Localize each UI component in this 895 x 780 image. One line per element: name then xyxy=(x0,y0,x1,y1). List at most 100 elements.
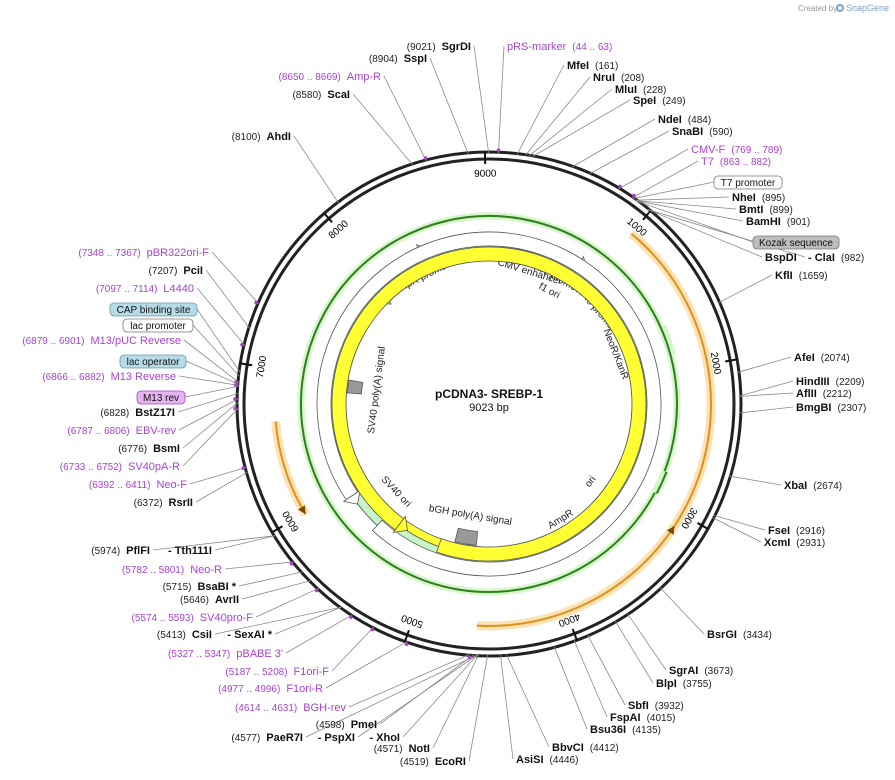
site-position: (5974) xyxy=(91,546,120,557)
site-pmei[interactable]: PmeI(4598) xyxy=(316,719,377,731)
site-bsu36i[interactable]: Bsu36I(4135) xyxy=(590,724,661,736)
site-xcmi[interactable]: XcmI(2931) xyxy=(764,537,825,549)
cds-strand-line xyxy=(655,471,668,494)
site-paer7i[interactable]: PaeR7I(4577) xyxy=(231,732,303,744)
site-sexai[interactable]: - SexAI * xyxy=(227,629,272,641)
site-lead-line xyxy=(506,654,550,748)
site-pspxi[interactable]: - PspXI xyxy=(318,732,355,744)
site-bsmi[interactable]: BsmI(6776) xyxy=(118,443,180,455)
site-position: (228) xyxy=(643,85,666,96)
site-position: (6776) xyxy=(118,444,147,455)
site-afei[interactable]: AfeI(2074) xyxy=(794,352,850,364)
site-sv40pro-f[interactable]: SV40pro-F(5574 .. 5593) xyxy=(132,612,254,624)
site-spei[interactable]: SpeI(249) xyxy=(633,95,686,107)
site-blpi[interactable]: BlpI(3755) xyxy=(656,678,712,690)
site-l4440[interactable]: L4440(7097 .. 7114) xyxy=(96,283,194,295)
site-fspai[interactable]: FspAI(4015) xyxy=(610,712,675,724)
site-name: BmtI xyxy=(739,204,763,216)
site-snabi[interactable]: SnaBI(590) xyxy=(672,126,733,138)
site-fsei[interactable]: FseI(2916) xyxy=(768,525,825,537)
site-prs-marker[interactable]: pRS-marker(44 .. 63) xyxy=(507,41,612,53)
site-ecori[interactable]: EcoRI(4519) xyxy=(400,756,466,768)
site-position: (6879 .. 6901) xyxy=(22,336,84,347)
orf-arc[interactable] xyxy=(274,421,307,515)
box-lac-promoter[interactable]: lac promoter xyxy=(122,318,194,333)
site-name: NruI xyxy=(593,72,615,84)
site-noti[interactable]: NotI(4571) xyxy=(374,743,430,755)
site-lead-line xyxy=(528,88,613,157)
site-position: (4519) xyxy=(400,757,429,768)
site-position: (44 .. 63) xyxy=(572,42,612,53)
site-avrii[interactable]: AvrII(5646) xyxy=(180,594,239,606)
site-ahdi[interactable]: AhdI(8100) xyxy=(232,131,291,143)
site-name: SgrAI xyxy=(669,665,698,677)
site-m13-reverse[interactable]: M13 Reverse(6866 .. 6882) xyxy=(42,371,176,383)
site-f1ori-f[interactable]: F1ori-F(5187 .. 5208) xyxy=(225,666,329,678)
site-mfei[interactable]: MfeI(161) xyxy=(567,60,618,72)
site-aflii[interactable]: AflII(2212) xyxy=(796,388,852,400)
site-position: (895) xyxy=(762,193,785,204)
site-bsabi[interactable]: BsaBI *(5715) xyxy=(163,581,237,593)
site-bspdi[interactable]: BspDI xyxy=(765,252,797,264)
site-position: (8904) xyxy=(369,54,398,65)
box-cap-binding-site[interactable]: CAP binding site xyxy=(109,302,198,317)
site-bbvci[interactable]: BbvCI(4412) xyxy=(552,742,619,754)
site-csii[interactable]: CsiI(5413) xyxy=(157,629,212,641)
site-bmgbi[interactable]: BmgBI(2307) xyxy=(796,402,866,414)
site-position: (4015) xyxy=(647,713,676,724)
site-tth111i[interactable]: - Tth111I xyxy=(168,545,212,557)
site-cmv-f[interactable]: CMV-F(769 .. 789) xyxy=(691,144,782,156)
site-clai[interactable]: - ClaI(982) xyxy=(808,252,864,264)
site-pbr322ori-f[interactable]: pBR322ori-F(7348 .. 7367) xyxy=(78,247,209,259)
site-neo-f[interactable]: Neo-F(6392 .. 6411) xyxy=(89,479,187,491)
site-ndei[interactable]: NdeI(484) xyxy=(658,114,711,126)
site-bsrgi[interactable]: BsrGI(3434) xyxy=(707,629,772,641)
site-sgrdi[interactable]: SgrDI(9021) xyxy=(407,41,471,53)
site-position: (769 .. 789) xyxy=(731,145,782,156)
site-bamhi[interactable]: BamHI(901) xyxy=(746,216,810,228)
site-lead-line xyxy=(498,45,505,154)
site-name: - Tth111I xyxy=(168,545,212,557)
box-lac-operator[interactable]: lac operator xyxy=(119,354,187,369)
site-sspi[interactable]: SspI(8904) xyxy=(369,53,427,65)
site-bstz17i[interactable]: BstZ17I(6828) xyxy=(100,407,175,419)
site-pbabe-3[interactable]: pBABE 3'(5327 .. 5347) xyxy=(168,648,283,660)
site-name: BmgBI xyxy=(796,402,831,414)
orf-arrowhead xyxy=(666,525,675,535)
site-pflfi[interactable]: PflFI(5974) xyxy=(91,545,150,557)
site-pcii[interactable]: PciI(7207) xyxy=(149,265,203,277)
site-sv40pa-r[interactable]: SV40pA-R(6733 .. 6752) xyxy=(60,461,180,473)
box-m13-rev[interactable]: M13 rev xyxy=(136,390,186,405)
site-position: (7097 .. 7114) xyxy=(96,284,158,295)
tick-mark xyxy=(571,628,578,641)
orf-arc[interactable] xyxy=(476,525,676,627)
site-scai[interactable]: ScaI(8580) xyxy=(292,89,350,101)
site-xhoi[interactable]: - XhoI xyxy=(369,732,400,744)
box-lead-line xyxy=(633,181,715,200)
site-sgrai[interactable]: SgrAI(3673) xyxy=(669,665,733,677)
site-f1ori-r[interactable]: F1ori-R(4977 .. 4996) xyxy=(218,683,323,695)
site-neo-r[interactable]: Neo-R(5782 .. 5801) xyxy=(122,564,222,576)
site-xbai[interactable]: XbaI(2674) xyxy=(784,480,842,492)
site-mlui[interactable]: MluI(228) xyxy=(615,84,666,96)
site-ebv-rev[interactable]: EBV-rev(6787 .. 6806) xyxy=(67,425,176,437)
site-nrui[interactable]: NruI(208) xyxy=(593,72,644,84)
site-bgh-rev[interactable]: BGH-rev(4614 .. 4631) xyxy=(235,702,347,714)
site-lead-line xyxy=(468,654,489,762)
tick-mark xyxy=(696,522,709,530)
snapgene-brand: SnapGene xyxy=(846,3,889,13)
site-t7[interactable]: T7(863 .. 882) xyxy=(701,156,771,168)
site-nhei[interactable]: NheI(895) xyxy=(732,192,785,204)
site-bmti[interactable]: BmtI(899) xyxy=(739,204,793,216)
site-kfli[interactable]: KflI(1659) xyxy=(775,270,828,282)
site-lead-line xyxy=(729,475,782,486)
box-kozak-sequence[interactable]: Kozak sequence xyxy=(752,235,840,250)
site-sbfi[interactable]: SbfI(3932) xyxy=(628,700,684,712)
site-asisi[interactable]: AsiSI(4446) xyxy=(516,754,578,766)
site-rsrii[interactable]: RsrII(6372) xyxy=(134,497,193,509)
site-hindiii[interactable]: HindIII(2209) xyxy=(796,376,865,388)
box-t7-promoter[interactable]: T7 promoter xyxy=(713,175,783,190)
site-amp-r[interactable]: Amp-R(8650 .. 8669) xyxy=(279,71,382,83)
site-lead-line xyxy=(614,620,654,684)
site-m13-puc-reverse[interactable]: M13/pUC Reverse(6879 .. 6901) xyxy=(22,335,181,347)
